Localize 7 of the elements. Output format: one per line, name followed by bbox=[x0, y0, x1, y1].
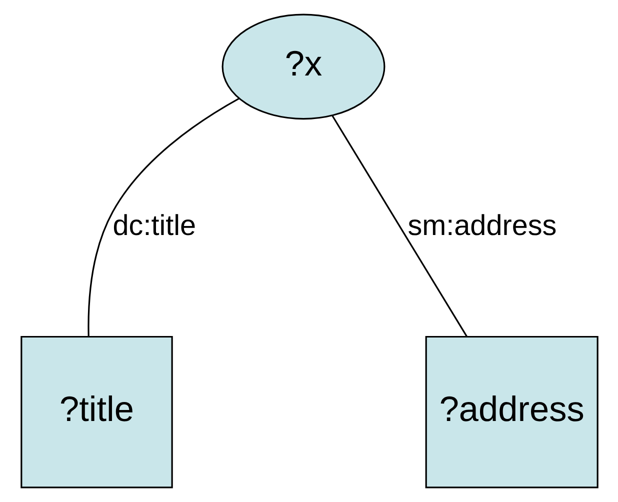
node-box: ?address bbox=[424, 336, 598, 488]
connector bbox=[331, 115, 467, 337]
edge-label: sm:address bbox=[407, 210, 556, 242]
node-ellipse: ?x bbox=[221, 14, 385, 120]
edge-label: dc:title bbox=[112, 210, 196, 242]
node-box: ?title bbox=[20, 336, 172, 488]
connector bbox=[87, 98, 240, 336]
